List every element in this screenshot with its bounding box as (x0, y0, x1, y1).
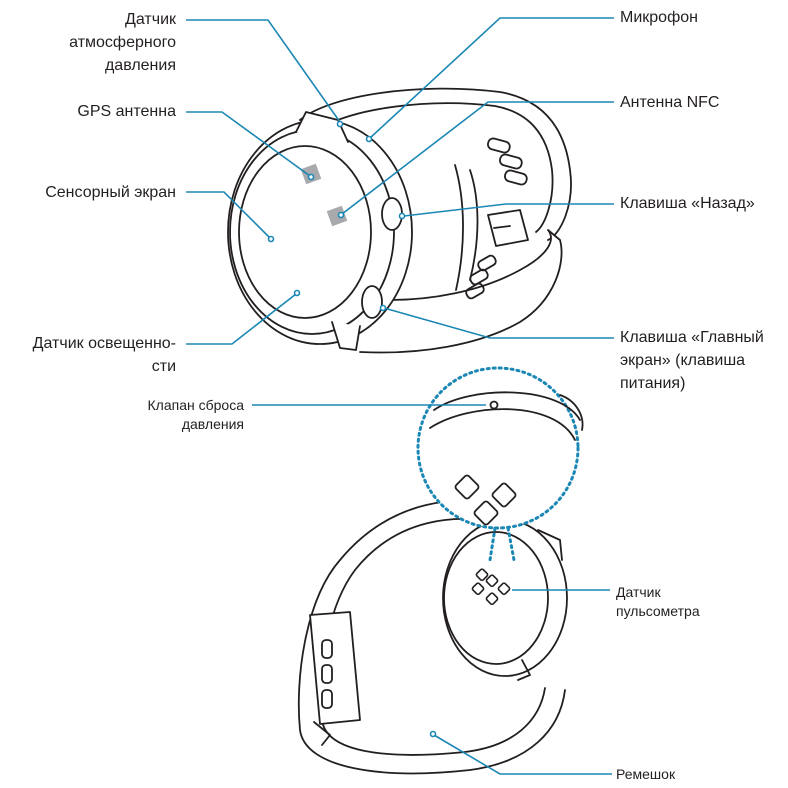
leader-barometer (186, 19, 341, 123)
label-strap: Ремешок (616, 766, 676, 782)
label-nfc: Антенна NFC (620, 94, 720, 111)
label-heart-sensor: Датчик пульсометра (616, 584, 700, 619)
label-microphone: Микрофон (620, 9, 698, 26)
strap-holes-rear (321, 639, 333, 709)
zoom-sensor-1 (454, 474, 480, 500)
zoom-callout (416, 366, 580, 530)
label-back-key: Клавиша «Назад» (620, 195, 755, 212)
leader-gps (186, 111, 311, 177)
front-watch-illustration (227, 87, 572, 354)
leader-light (186, 293, 297, 345)
leader-mic (369, 17, 614, 139)
label-touchscreen: Сенсорный экран (45, 184, 176, 201)
label-gps: GPS антенна (77, 103, 176, 120)
strap-lower (359, 229, 563, 354)
home-button (361, 285, 383, 319)
label-pressure-vent: Клапан сброса давления (147, 397, 244, 432)
label-light-sensor: Датчик освещенно- сти (32, 335, 176, 375)
lug-bottom (331, 321, 361, 351)
pressure-vent-hole (489, 400, 499, 410)
leader-nfc (341, 101, 614, 215)
zoom-sensor-2 (491, 482, 517, 508)
label-barometer: Датчик атмосферного давления (69, 11, 176, 74)
strap-buckle (487, 209, 529, 247)
label-home-key: Клавиша «Главный экран» (клавиша питания… (620, 329, 764, 392)
nfc-patch (326, 205, 348, 227)
leader-back (403, 203, 614, 217)
leader-home (383, 307, 614, 339)
leader-lines (186, 17, 614, 775)
strap-holes-top (487, 137, 528, 186)
strap-upper-back (299, 87, 572, 241)
leader-touchscreen (186, 191, 271, 239)
lug-top (295, 111, 349, 143)
rear-watch-illustration (297, 366, 584, 775)
watch-screen (238, 145, 372, 319)
strap-holes-lower (465, 254, 497, 300)
leader-strap (433, 734, 612, 775)
zoom-sensor-3 (473, 500, 499, 526)
heart-sensor-cluster (471, 568, 511, 606)
back-button (381, 197, 403, 231)
rear-inner (443, 531, 549, 665)
